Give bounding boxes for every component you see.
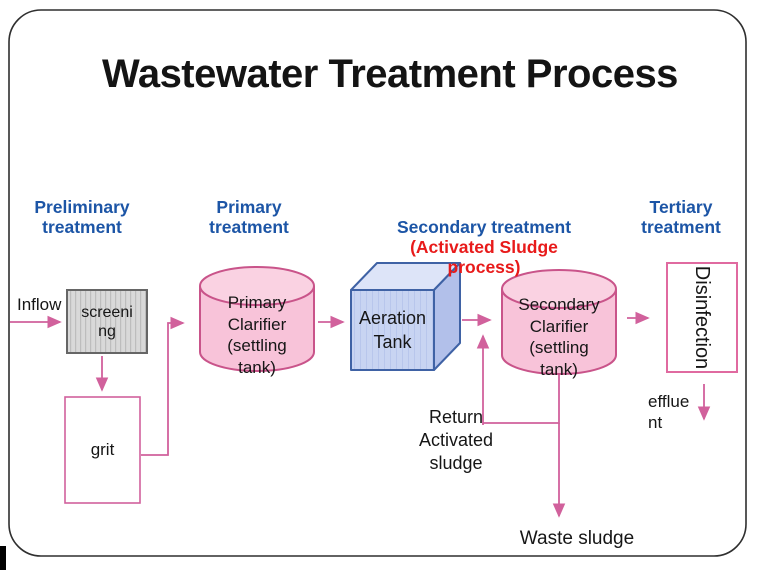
waste-sludge-label: Waste sludge — [519, 528, 635, 549]
secondary-clarifier-shape — [501, 269, 617, 375]
primary-clarifier-shape — [199, 266, 315, 372]
stage-label-secondary-blue: Secondary treatment — [396, 217, 572, 237]
stage-label-tertiary: Tertiary treatment — [641, 197, 721, 237]
aeration-tank-label: Aeration Tank — [358, 308, 427, 352]
screening-label: screeni ng — [81, 303, 133, 340]
return-activated-sludge-label: Return Activated sludge — [418, 407, 494, 473]
grit-box — [64, 396, 141, 504]
arrow-grit-to-primary-clarifier — [141, 316, 185, 456]
screening-box — [66, 289, 148, 354]
disinfection-box-shape — [666, 262, 738, 373]
disinfection-label-wrap: Disinfection — [667, 263, 737, 372]
inflow-label: Inflow — [17, 295, 62, 314]
stage-label-primary: Primary treatment — [209, 197, 289, 237]
page-title: Wastewater Treatment Process — [102, 52, 678, 96]
flow-connectors — [10, 311, 711, 518]
disinfection-label: Disinfection — [691, 265, 714, 370]
secondary-clarifier-label: Secondary Clarifier (settling tank) — [518, 295, 600, 379]
primary-clarifier-label: Primary Clarifier (settling tank) — [227, 293, 287, 377]
grit-label: grit — [90, 440, 115, 459]
stage-label-secondary-red: (Activated Sludge process) — [410, 237, 558, 277]
effluent-label: efflue nt — [648, 392, 690, 432]
aeration-tank-shape — [350, 262, 461, 371]
stage-label-preliminary: Preliminary treatment — [34, 197, 130, 237]
stage-label-secondary: Secondary treatment(Activated Sludge pro… — [374, 197, 594, 277]
screen-edge-bar — [0, 546, 6, 570]
